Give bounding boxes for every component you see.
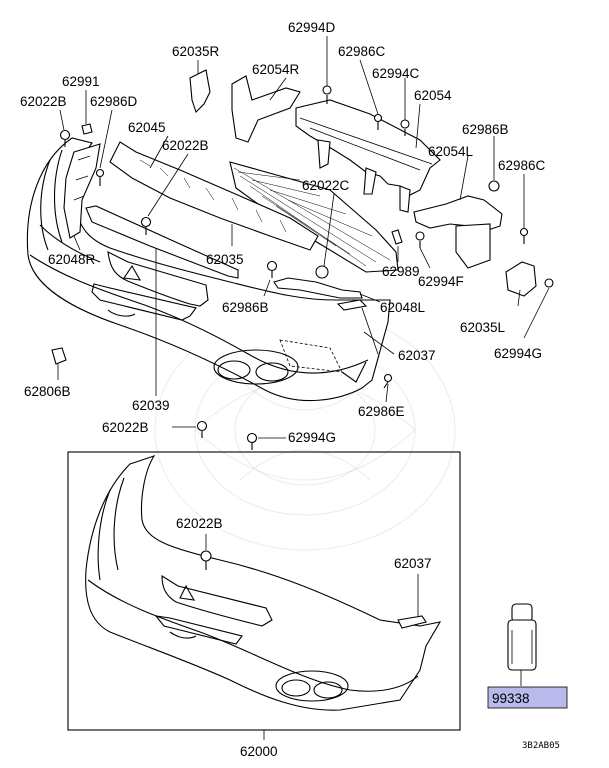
bumper-cover-upper bbox=[26, 137, 391, 402]
label-62048L[interactable]: 62048L bbox=[380, 300, 426, 315]
callout-labels: 62994D 62035R 62986C 62054R 62994C 62991… bbox=[20, 20, 560, 759]
highlight-99338 bbox=[487, 686, 568, 709]
label-62035L[interactable]: 62035L bbox=[460, 320, 506, 335]
label-62986D[interactable]: 62986D bbox=[90, 94, 138, 109]
label-62039[interactable]: 62039 bbox=[132, 398, 170, 413]
label-62989[interactable]: 62989 bbox=[382, 264, 420, 279]
support-62054R bbox=[231, 75, 301, 143]
label-62986B[interactable]: 62986B bbox=[222, 300, 269, 315]
bumper-assembly-lower bbox=[85, 454, 442, 711]
label-62022B[interactable]: 62022B bbox=[20, 94, 67, 109]
bracket-62035L bbox=[505, 261, 537, 297]
label-62048R[interactable]: 62048R bbox=[48, 252, 96, 267]
clip-62806B bbox=[51, 347, 67, 365]
label-62986E[interactable]: 62986E bbox=[358, 404, 405, 419]
label-62994G[interactable]: 62994G bbox=[288, 430, 336, 445]
leader-lines-upper bbox=[57, 36, 550, 439]
label-62986B[interactable]: 62986B bbox=[462, 122, 509, 137]
label-62986C[interactable]: 62986C bbox=[498, 158, 546, 173]
label-62037[interactable]: 62037 bbox=[398, 348, 436, 363]
diagram-code: 3B2AB05 bbox=[522, 741, 560, 751]
pad-62037-upper bbox=[336, 299, 368, 311]
label-62054R[interactable]: 62054R bbox=[252, 62, 300, 77]
strip-62039 bbox=[85, 205, 239, 279]
label-99338[interactable]: 99338 bbox=[492, 691, 530, 706]
adhesive-bottle-99338 bbox=[507, 603, 537, 671]
label-62022B[interactable]: 62022B bbox=[162, 138, 209, 153]
fasteners-upper bbox=[59, 85, 554, 450]
strip-62048L bbox=[273, 277, 363, 299]
absorber-62045 bbox=[109, 141, 319, 251]
label-62994C[interactable]: 62994C bbox=[372, 66, 420, 81]
label-62986C[interactable]: 62986C bbox=[338, 44, 386, 59]
label-62035R[interactable]: 62035R bbox=[172, 44, 220, 59]
label-62991[interactable]: 62991 bbox=[62, 74, 100, 89]
bracket-62048R bbox=[63, 143, 101, 239]
label-62994G[interactable]: 62994G bbox=[494, 346, 542, 361]
label-62022C[interactable]: 62022C bbox=[302, 178, 350, 193]
label-62037[interactable]: 62037 bbox=[394, 556, 432, 571]
label-62994F[interactable]: 62994F bbox=[418, 274, 464, 289]
reinforcement-62054 bbox=[295, 99, 441, 213]
label-62022B[interactable]: 62022B bbox=[176, 516, 223, 531]
label-62054[interactable]: 62054 bbox=[414, 88, 452, 103]
label-62000[interactable]: 62000 bbox=[240, 744, 278, 759]
label-62994D[interactable]: 62994D bbox=[288, 20, 336, 35]
label-62035[interactable]: 62035 bbox=[206, 252, 244, 267]
bracket-62035R bbox=[189, 69, 211, 114]
label-62045[interactable]: 62045 bbox=[128, 120, 166, 135]
support-62054L bbox=[413, 195, 503, 269]
label-62022B[interactable]: 62022B bbox=[102, 420, 149, 435]
label-62806B[interactable]: 62806B bbox=[24, 384, 71, 399]
label-62054L[interactable]: 62054L bbox=[428, 144, 474, 159]
